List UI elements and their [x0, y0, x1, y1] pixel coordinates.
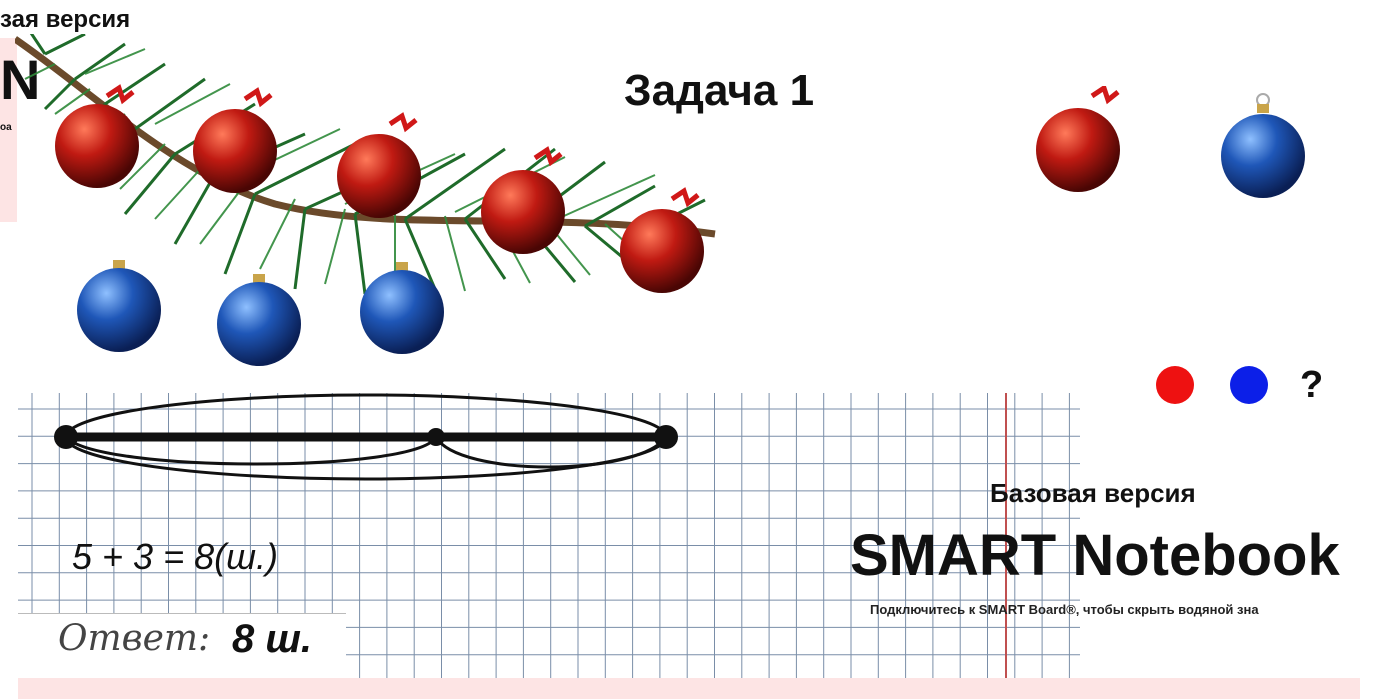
equation-text[interactable]: 5 + 3 = 8(ш.): [72, 536, 278, 577]
task-title: Задача 1: [624, 66, 815, 115]
blue-ornament: [217, 274, 301, 366]
watermark-hint: Подключитесь к SMART Board®, чтобы скрыт…: [870, 602, 1259, 617]
red-dot-icon: [1156, 366, 1194, 404]
blue-ornaments-group: [77, 260, 444, 366]
watermark-product-name: SMART Notebook: [850, 523, 1340, 588]
answer-label: Ответ:: [58, 618, 211, 659]
question-mark: ?: [1300, 364, 1324, 406]
sample-ornaments: [1036, 86, 1305, 198]
blue-ornament: [360, 262, 444, 354]
watermark-fragment-small-text: oa: [0, 122, 12, 133]
part-arc-right: [434, 436, 668, 469]
red-ornament: [620, 187, 704, 293]
red-ornament: [481, 146, 565, 254]
segment-diagram[interactable]: [54, 393, 678, 481]
segment-endpoint: [54, 425, 78, 449]
blue-ornament: [77, 260, 161, 352]
red-ornament: [55, 84, 139, 188]
red-ornament: [193, 87, 277, 193]
segment-endpoint: [654, 425, 678, 449]
watermark-fragment-logo-letter: N: [0, 48, 41, 111]
sample-blue-ornament: [1221, 93, 1305, 198]
answer-box: [18, 613, 346, 678]
answer-value[interactable]: 8 ш.: [232, 617, 313, 661]
christmas-branch-image[interactable]: [15, 34, 735, 374]
watermark-fragment-background: [0, 38, 17, 222]
notebook-grid: [18, 393, 1080, 678]
blue-dot-icon: [1230, 366, 1268, 404]
watermark-bottom-bar: [18, 678, 1360, 699]
segment-midpoint: [427, 428, 445, 446]
sample-red-ornament: [1036, 86, 1120, 192]
part-arc-left: [64, 435, 438, 466]
red-ornament: [337, 112, 421, 218]
watermark-subtitle: Базовая версия: [990, 478, 1196, 508]
red-ornaments-group: [55, 84, 704, 293]
color-legend: ?: [1156, 364, 1346, 408]
watermark-fragment-text: зая версия: [0, 6, 131, 33]
